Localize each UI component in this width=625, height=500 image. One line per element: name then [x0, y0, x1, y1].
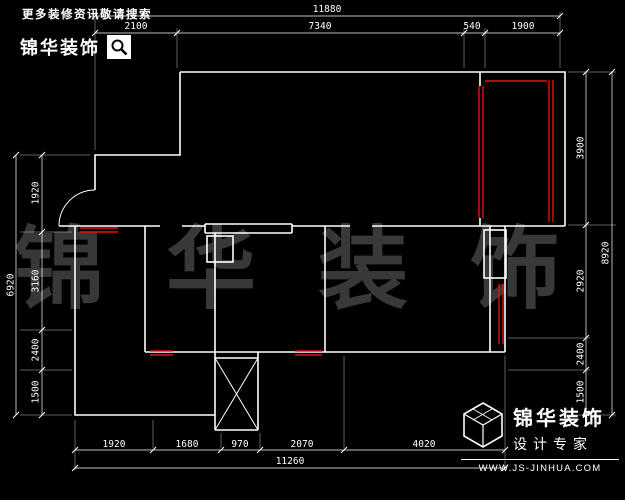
brand-name: 锦华装饰 — [20, 38, 100, 58]
dim-top-total: 11880 — [312, 4, 342, 15]
footer-url: WWW.JS-JINHUA.COM — [478, 463, 602, 474]
dim-bottom-seg-1: 1920 — [102, 439, 126, 450]
header-brand: 锦华装饰 — [20, 34, 131, 60]
dim-bottom-seg-4: 2070 — [290, 439, 314, 450]
dim-left-seg-1: 1920 — [30, 181, 42, 205]
dim-right-seg-2: 2920 — [575, 269, 587, 293]
dim-bottom-seg-5: 4020 — [412, 439, 436, 450]
door-arc — [58, 189, 96, 227]
dim-right-seg-3: 2400 — [575, 342, 587, 366]
dim-top-seg-1: 2100 — [124, 21, 148, 32]
appliance-block — [206, 235, 234, 263]
footer-logo-block: 锦华装饰 设计专家 WWW.JS-JINHUA.COM — [461, 401, 619, 474]
walls — [59, 71, 566, 431]
dim-right-seg-1: 3900 — [575, 136, 587, 160]
hexagon-logo-icon — [461, 401, 505, 454]
dim-left-seg-4: 1500 — [30, 380, 42, 404]
footer-divider — [461, 459, 619, 460]
dim-bottom-seg-3: 970 — [231, 439, 249, 450]
footer-subtitle: 设计专家 — [513, 435, 593, 452]
dimension-lines — [15, 15, 613, 469]
window-lines — [80, 80, 554, 356]
search-icon — [107, 35, 131, 59]
stair-shaft-cross — [214, 357, 259, 431]
dim-right-seg-4: 1500 — [575, 380, 587, 404]
dim-bottom-seg-2: 1680 — [175, 439, 199, 450]
dimension-ticks — [12, 12, 616, 472]
footer-brand: 锦华装饰 — [513, 407, 605, 430]
dim-right-total: 8920 — [600, 241, 612, 265]
dim-left-seg-3: 2400 — [30, 338, 42, 362]
dim-left-total: 6920 — [5, 273, 17, 297]
extension-lines — [20, 12, 616, 470]
dim-top-seg-2: 7340 — [308, 21, 332, 32]
counter — [204, 223, 293, 234]
column-block — [483, 229, 507, 279]
dim-left-seg-2: 3160 — [30, 269, 42, 293]
dim-top-seg-3: 540 — [463, 21, 481, 32]
dim-bottom-total: 11260 — [275, 456, 305, 467]
header-tagline: 更多装修资讯敬请搜索 — [22, 9, 152, 21]
dim-top-seg-4: 1900 — [511, 21, 535, 32]
